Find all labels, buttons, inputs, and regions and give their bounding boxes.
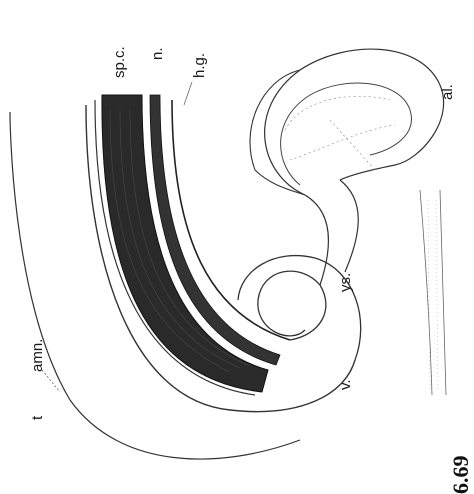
label-hindgut: h.g. <box>191 53 208 78</box>
allantois-outer <box>265 49 444 195</box>
gut-loop <box>258 271 326 340</box>
label-notochord: n. <box>149 47 166 60</box>
figure-number: 6.69 <box>448 456 473 494</box>
allantois-hook <box>250 70 305 195</box>
yolk-sac-texture <box>428 200 438 390</box>
label-spinal-cord: sp.c. <box>111 46 128 78</box>
allantois-stalk <box>305 180 358 285</box>
hindgut-line <box>172 100 290 340</box>
label-tail: t <box>29 415 46 420</box>
label-yolk-sac: ys. <box>337 273 354 292</box>
label-vitelline: v. <box>337 379 354 390</box>
label-allantois: al. <box>439 84 456 100</box>
allantois-texture <box>285 96 395 170</box>
amnion-leader <box>42 370 60 392</box>
gut-loop-outer <box>238 256 361 360</box>
label-amnion: amn. <box>29 339 46 372</box>
yolk-sac-stalk <box>420 190 446 395</box>
hg-leader <box>184 82 192 105</box>
allantois-inner <box>281 83 412 185</box>
